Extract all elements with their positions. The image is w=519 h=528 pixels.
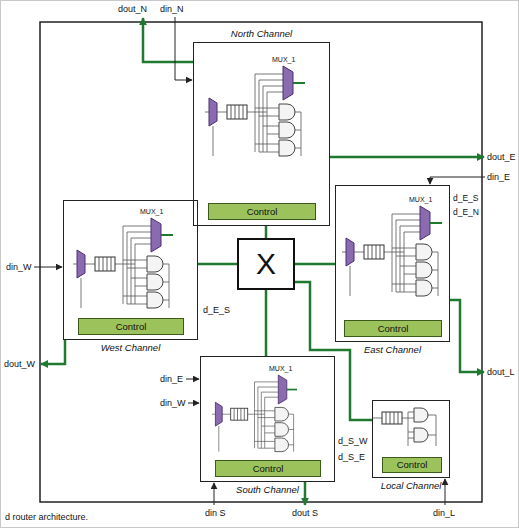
signal-label: d_E_S [203,305,230,315]
control-box: Control [215,460,321,477]
channel-box: North ChannelControl [193,42,330,226]
node-text: X [256,247,276,281]
signal-label: din_W [6,262,32,272]
node-text: Control [247,206,278,218]
input-wire [430,177,485,184]
output-wire [143,18,193,62]
control-box: Control [382,457,442,473]
node-text: Control [116,321,147,333]
crossbar-link [198,263,237,266]
input-wire [188,403,199,404]
signal-label: dout_N [118,4,147,14]
mux-label: MUX_1 [269,365,292,373]
channel-title: East Channel [336,344,449,356]
signal-label: din_E [160,374,183,384]
local-gates [414,408,428,442]
node-text: Control [397,459,428,471]
figure-caption: d router architecture. [5,512,88,522]
output-wire [450,300,484,372]
router-frame [40,22,482,502]
channel-title: West Channel [64,342,197,354]
crossbar-link [295,282,372,420]
control-box: Control [344,320,442,337]
signal-label: din S [205,508,226,518]
input-wire [186,379,199,380]
node-text: Control [378,323,409,335]
signal-label: dout_L [487,367,515,377]
node-text: Control [253,463,284,475]
control-box: Control [208,203,316,220]
signal-label: d_S_W [338,436,368,446]
channel-box: South ChannelControl [200,356,335,482]
west-datapath [73,218,173,308]
signal-label: din_W [160,398,186,408]
local-fifo-slots [386,412,398,424]
channel-title: South Channel [201,484,334,496]
south-datapath [212,375,297,452]
signal-label: din_E [487,172,510,182]
input-wire [175,17,192,80]
channel-box: East ChannelControl [335,185,450,342]
control-box: Control [78,318,184,335]
signal-label: din_N [160,4,184,14]
mux-label: MUX_1 [272,56,295,64]
channel-box: West ChannelControl [63,200,198,340]
input-wire [214,483,215,505]
output-wire [41,340,65,364]
mux-label: MUX_1 [140,208,163,216]
signal-label: dout_E [487,152,516,162]
channel-title: North Channel [194,28,329,40]
crossbar-link [265,290,268,356]
channel-title: Local Channel [373,480,449,492]
input-wire [34,267,62,268]
signal-label: dout_W [4,359,35,369]
crossbar-box: X [237,238,295,290]
signal-label: din_L [433,508,455,518]
signal-label: d_E_S [453,194,479,204]
signal-label: d_E_N [453,208,479,218]
output-wire [304,482,307,505]
crossbar-link [265,226,268,238]
local-fifo [382,412,402,424]
channel-box: Local ChannelControl [372,400,450,478]
mux-label: MUX_1 [409,196,432,204]
east-datapath [342,206,442,296]
north-datapath [205,66,305,156]
input-wire [445,479,446,505]
signal-label: d_S_E [338,452,365,462]
crossbar-link [295,263,335,266]
output-wire [330,156,484,159]
signal-label: dout S [292,508,318,518]
